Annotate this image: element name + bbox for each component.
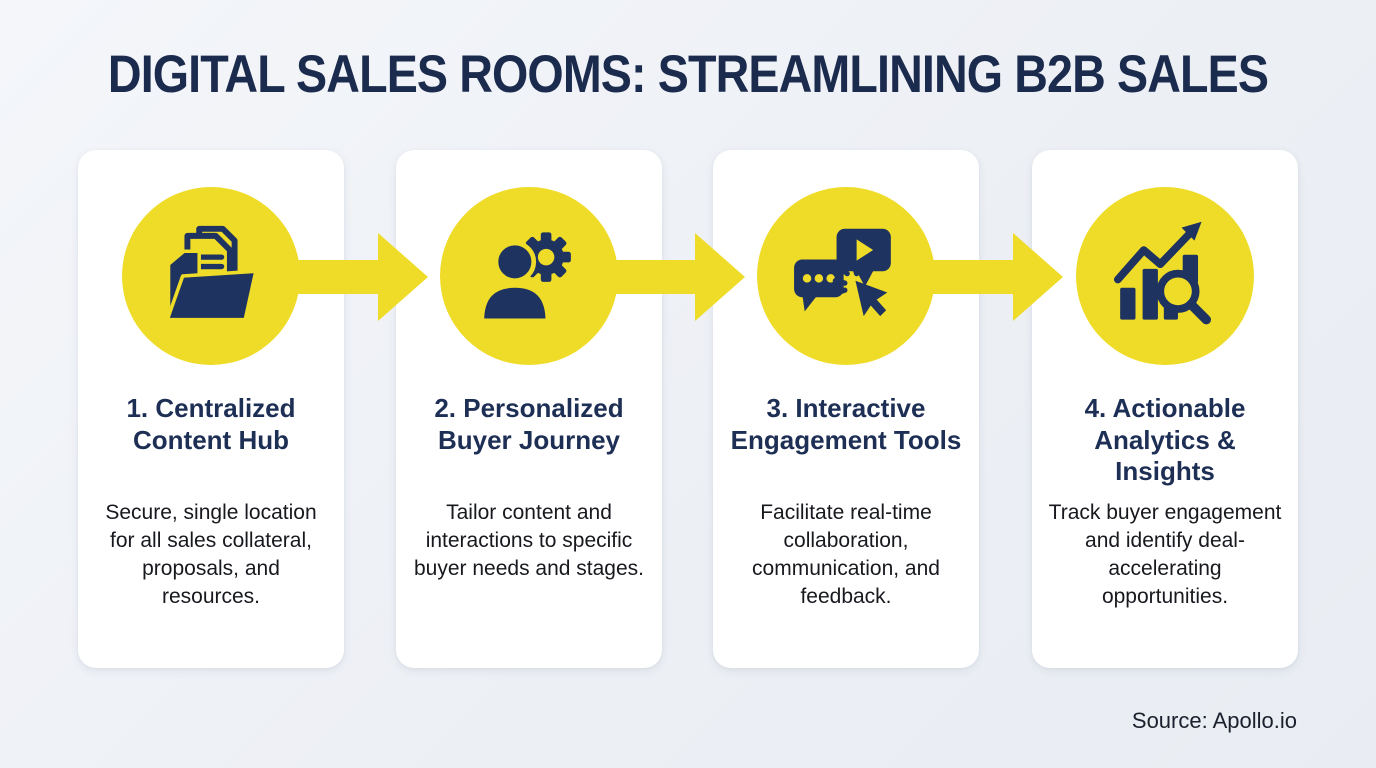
person-gear-icon: [479, 232, 571, 324]
folder-documents-icon: [165, 225, 258, 322]
step4-icon-circle: [1076, 187, 1254, 365]
page-title: DIGITAL SALES ROOMS: STREAMLINING B2B SA…: [107, 45, 1269, 104]
step1-description: Secure, single location for all sales co…: [105, 501, 317, 609]
step3-description: Facilitate real-time collaboration, comm…: [752, 501, 940, 609]
card-interactive-engagement-tools: 3. Interactive Engagement Tools Facilita…: [713, 150, 979, 668]
step4-title: 4. Actionable Analytics & Insights: [1084, 393, 1246, 487]
flow-arrow-step1-to-step2: [294, 233, 428, 321]
step2-icon-circle: [440, 187, 618, 365]
step3-title: 3. Interactive Engagement Tools: [730, 393, 962, 455]
source-attribution: Source: Apollo.io: [1131, 708, 1297, 733]
step2-title: 2. Personalized Buyer Journey: [434, 393, 624, 455]
chat-video-cursor-icon: [794, 228, 891, 317]
flow-arrow-step3-to-step4: [929, 233, 1063, 321]
step4-description: Track buyer engagement and identify deal…: [1048, 501, 1282, 609]
step2-description: Tailor content and interactions to speci…: [414, 501, 644, 581]
step3-icon-circle: [757, 187, 935, 365]
card-actionable-analytics-insights: 4. Actionable Analytics & Insights Track…: [1032, 150, 1298, 668]
analytics-magnifier-icon: [1113, 221, 1212, 325]
step1-title: 1. Centralized Content Hub: [126, 393, 296, 455]
card-personalized-buyer-journey: 2. Personalized Buyer Journey Tailor con…: [396, 150, 662, 668]
flow-arrow-step2-to-step3: [611, 233, 745, 321]
step1-icon-circle: [122, 187, 300, 365]
card-centralized-content-hub: 1. Centralized Content Hub Secure, singl…: [78, 150, 344, 668]
